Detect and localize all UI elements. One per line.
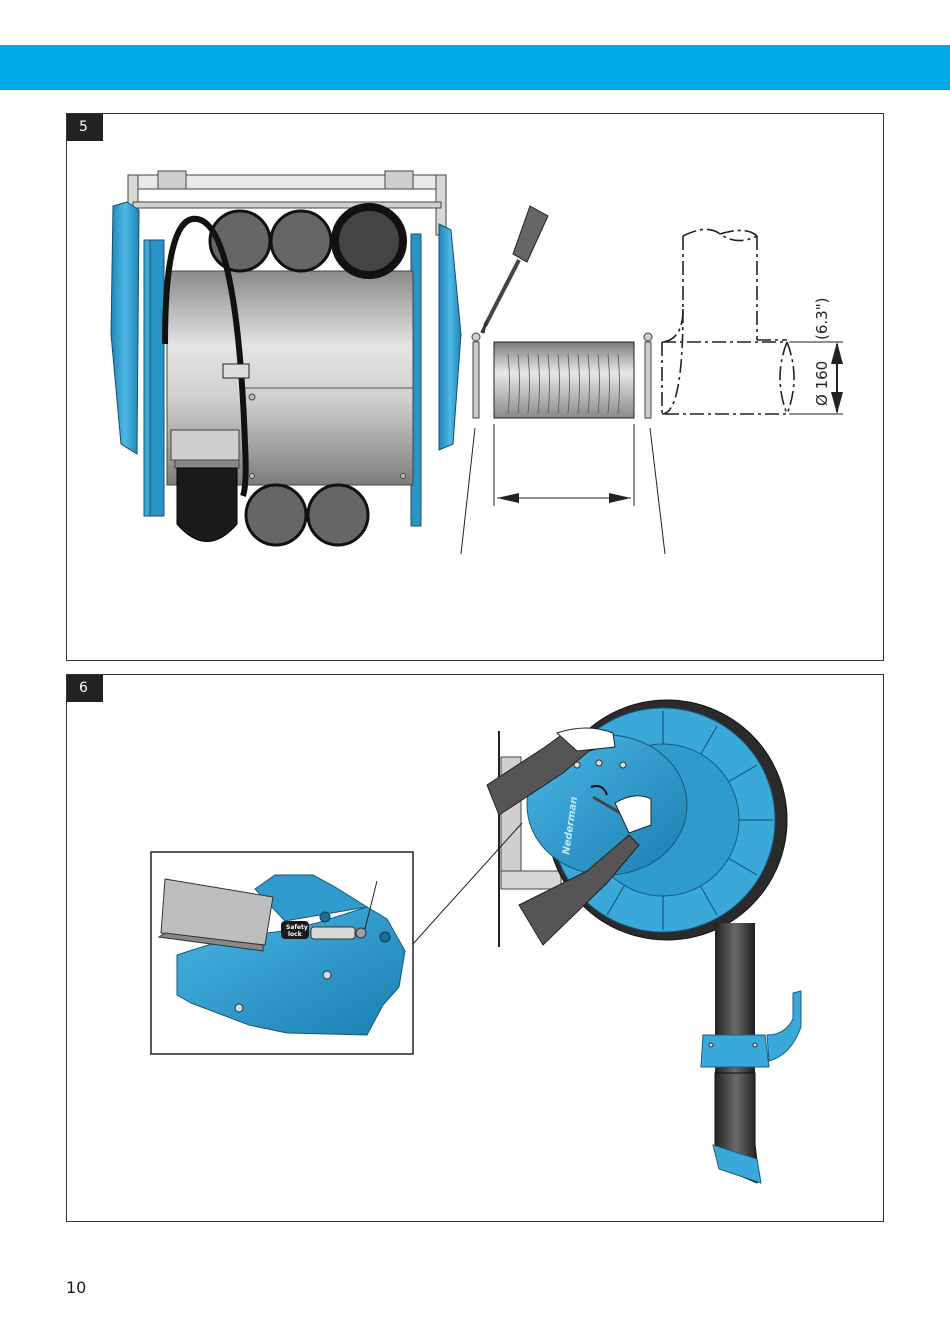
hose-reel-drawing [111,171,461,545]
page-number: 10 [66,1278,86,1297]
figure-6-illustration: Nederman Safety lock [67,675,883,1221]
safety-lock-detail-inset: Safety lock [151,852,413,1054]
hose-sleeve [494,342,634,418]
safety-decal-line2: lock [288,931,303,938]
clamp-ring-right [645,342,651,418]
figure-6-panel: 6 Ne [66,674,884,1222]
dimension-metric-label: Ø 160 [813,361,831,406]
header-color-band [0,45,950,90]
duct-elbow-outline [662,229,794,414]
hose-reel-assembly: Nederman [487,700,787,945]
safety-decal-line1: Safety [286,924,308,931]
dimension-imperial-label: (6.3") [813,298,831,340]
figure-5-illustration: Ø 160 (6.3") [67,114,883,660]
figure-5-panel: 5 [66,113,884,661]
safety-lock-pin [311,927,355,939]
screwdriver-icon [481,206,548,333]
hose-handle-clamp [701,1035,769,1067]
clamp-ring-left [473,342,479,418]
